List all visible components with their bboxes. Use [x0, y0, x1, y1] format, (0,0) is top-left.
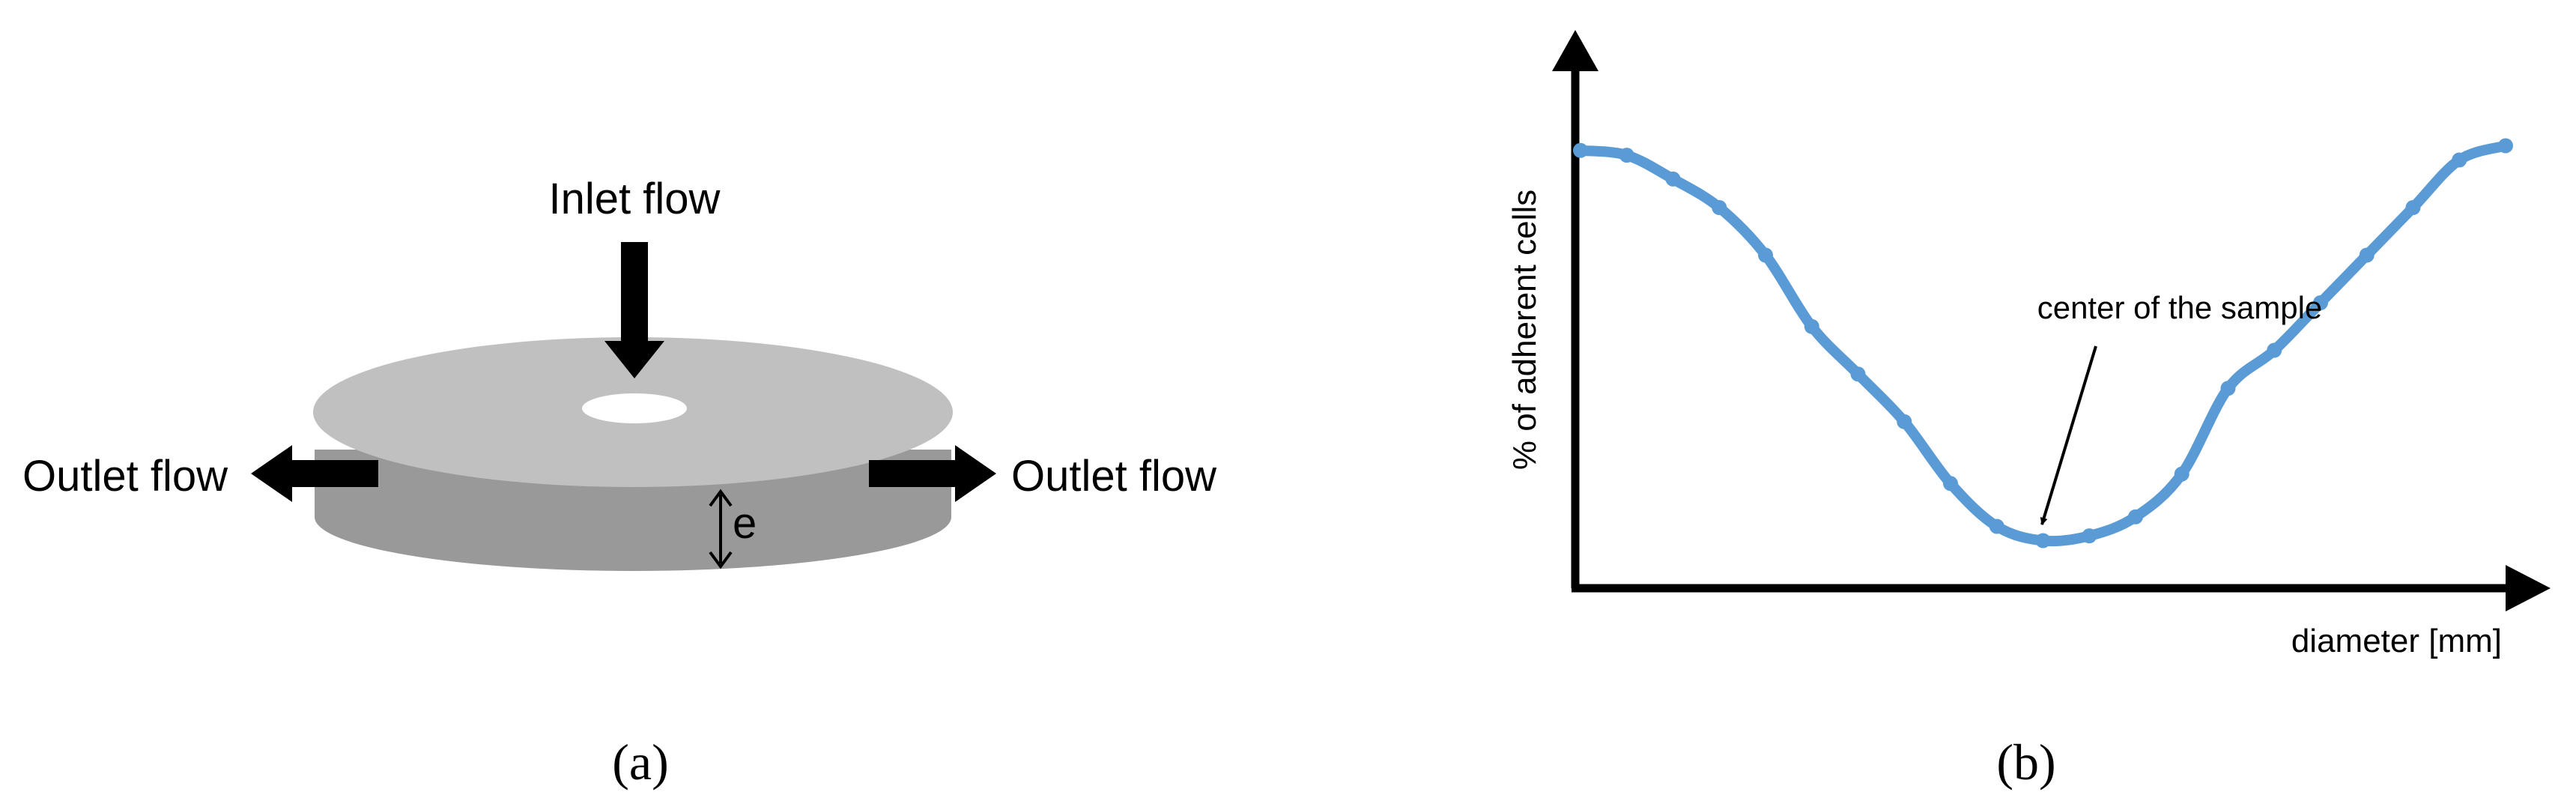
data-point-18 [2405, 200, 2421, 215]
y-axis-label: % of adherent cells [1506, 190, 1543, 470]
data-point-4 [1758, 247, 1773, 263]
data-point-8 [1943, 476, 1958, 492]
outlet-right-arrow [869, 445, 996, 502]
gap-indicator [709, 489, 733, 569]
outlet-right-label: Outlet flow [1011, 452, 1217, 501]
data-point-6 [1850, 366, 1866, 382]
data-point-14 [2220, 381, 2236, 396]
data-point-7 [1897, 414, 1912, 429]
inlet-hole [582, 393, 687, 423]
y-axis [1552, 30, 1598, 588]
caption-b: (b) [1996, 734, 2055, 791]
data-point-0 [1573, 142, 1588, 158]
data-point-9 [1989, 519, 2004, 534]
data-point-2 [1665, 171, 1681, 187]
data-point-19 [2452, 152, 2467, 168]
gap-label: e [733, 499, 757, 548]
panel-a: Inlet flow Outlet flow Outlet flow e (a) [22, 175, 1217, 791]
data-point-20 [2498, 138, 2513, 154]
data-point-10 [2035, 533, 2051, 548]
annotation-arrow [2040, 345, 2097, 525]
data-point-12 [2128, 509, 2143, 525]
data-point-11 [2082, 528, 2097, 544]
data-point-3 [1712, 200, 1727, 215]
data-point-1 [1619, 148, 1634, 163]
inlet-arrow [604, 242, 664, 378]
x-axis-label: diameter [mm] [2291, 623, 2502, 659]
outlet-left-label: Outlet flow [22, 452, 228, 501]
outlet-left-arrow [251, 445, 378, 502]
data-point-15 [2267, 342, 2282, 358]
data-point-13 [2174, 466, 2189, 482]
panel-b: % of adherent cells diameter [mm] center… [1506, 30, 2551, 791]
caption-a: (a) [612, 734, 668, 791]
data-point-17 [2359, 247, 2375, 263]
data-point-16 [2313, 295, 2328, 310]
data-point-5 [1804, 318, 1819, 334]
data-series [1573, 138, 2513, 548]
annotation-label: center of the sample [2037, 290, 2323, 325]
inlet-flow-label: Inlet flow [549, 175, 721, 223]
x-axis [1572, 565, 2551, 611]
